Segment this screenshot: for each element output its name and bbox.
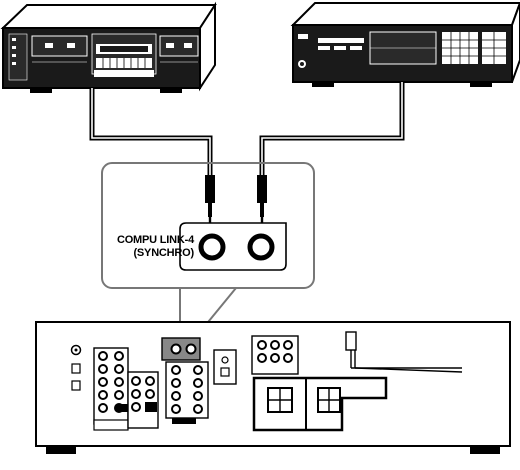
magnified-callout <box>101 162 315 339</box>
compu-link-label-line2: (SYNCHRO) <box>133 247 194 259</box>
compu-link-cable-cassette <box>89 88 215 223</box>
compu-link-label: COMPU LINK-4 (SYNCHRO) <box>104 234 194 260</box>
cd-player <box>290 2 520 87</box>
compu-link-jack-right <box>247 233 275 261</box>
compu-link-jack-left <box>198 233 226 261</box>
compu-link-cable-cd <box>257 82 405 223</box>
cassette-deck <box>0 1 217 93</box>
compu-link-label-line1: COMPU LINK-4 <box>116 234 194 246</box>
receiver-rear-panel <box>35 321 511 454</box>
